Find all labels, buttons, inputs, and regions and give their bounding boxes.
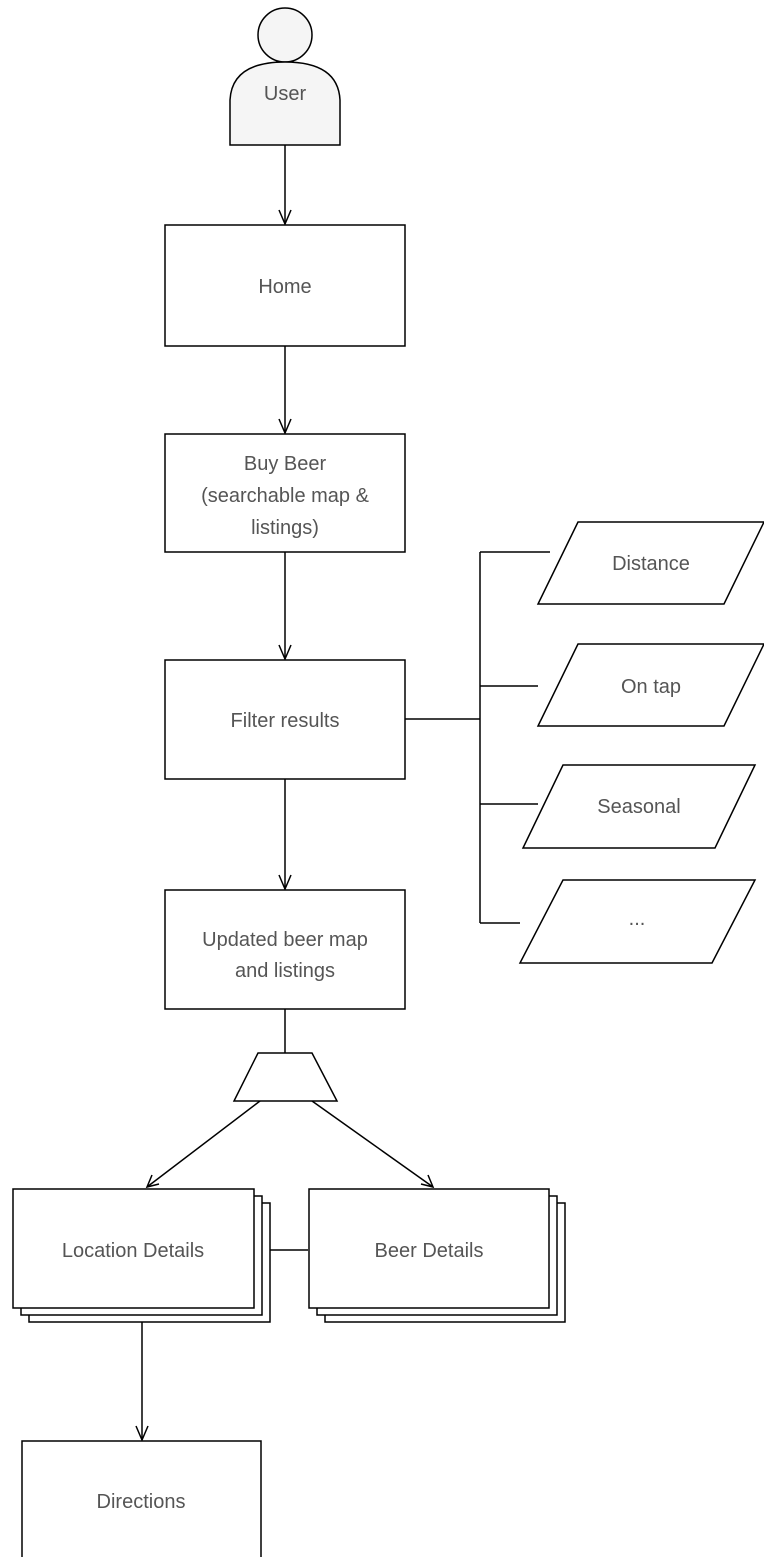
filter-option-distance-shape (536, 521, 764, 605)
arrowhead-directions (135, 1425, 149, 1442)
directions-box (21, 1440, 262, 1557)
edge-merge-beer (311, 1100, 434, 1188)
edge-merge-location (146, 1100, 261, 1188)
buy-beer-label-line-1: Buy Beer (244, 453, 327, 475)
filter-results-node: Filter results (164, 659, 406, 780)
buy-beer-label-line-3: listings) (251, 517, 319, 539)
buy-beer-box (164, 433, 406, 553)
updated-listings-label-line-1: Updated beer map (202, 929, 368, 951)
location-details-box (12, 1188, 255, 1309)
buy-beer-label-line-2: (searchable map & (201, 485, 370, 507)
user-actor: User (229, 7, 341, 146)
filter-results-box (164, 659, 406, 780)
filter-option-on-tap-label: On tap (621, 676, 681, 698)
filter-option-seasonal-shape (521, 764, 757, 849)
location-details-node: Location Details (12, 1188, 271, 1323)
filter-option-more: ... (518, 879, 757, 964)
arrowhead-beer (420, 1174, 435, 1189)
arrowhead-filter (278, 644, 292, 661)
user-head (257, 7, 313, 63)
updated-listings-box (164, 889, 406, 1010)
directions-label: Directions (97, 1491, 186, 1513)
filter-option-on-tap-shape (536, 643, 764, 727)
user-body (229, 61, 341, 146)
filter-option-distance: Distance (536, 521, 764, 605)
arrowhead-location (145, 1174, 160, 1189)
beer-details-box (308, 1188, 550, 1309)
filter-option-more-label: ... (629, 908, 646, 930)
updated-listings-label-line-2: and listings (235, 960, 335, 982)
beer-details-node: Beer Details (308, 1188, 566, 1323)
home-box (164, 224, 406, 347)
filter-option-distance-label: Distance (612, 553, 690, 575)
filter-option-seasonal-label: Seasonal (597, 796, 680, 818)
buy-beer-node: Buy Beer (searchable map & listings) (164, 433, 406, 553)
user-label: User (264, 83, 307, 105)
home-node: Home (164, 224, 406, 347)
filter-option-on-tap: On tap (536, 643, 764, 727)
updated-listings-node: Updated beer map and listings (164, 889, 406, 1010)
merge-trapezoid (232, 1052, 339, 1102)
edges (135, 145, 550, 1442)
home-label: Home (258, 276, 311, 298)
arrowhead-buy-beer (278, 418, 292, 435)
directions-node: Directions (21, 1440, 262, 1557)
arrowhead-home (278, 209, 292, 226)
beer-details-label: Beer Details (375, 1240, 484, 1262)
filter-results-label: Filter results (231, 710, 340, 732)
filter-option-seasonal: Seasonal (521, 764, 757, 849)
location-details-label: Location Details (62, 1240, 204, 1262)
arrowhead-updated (278, 874, 292, 891)
filter-option-more-shape (518, 879, 757, 964)
